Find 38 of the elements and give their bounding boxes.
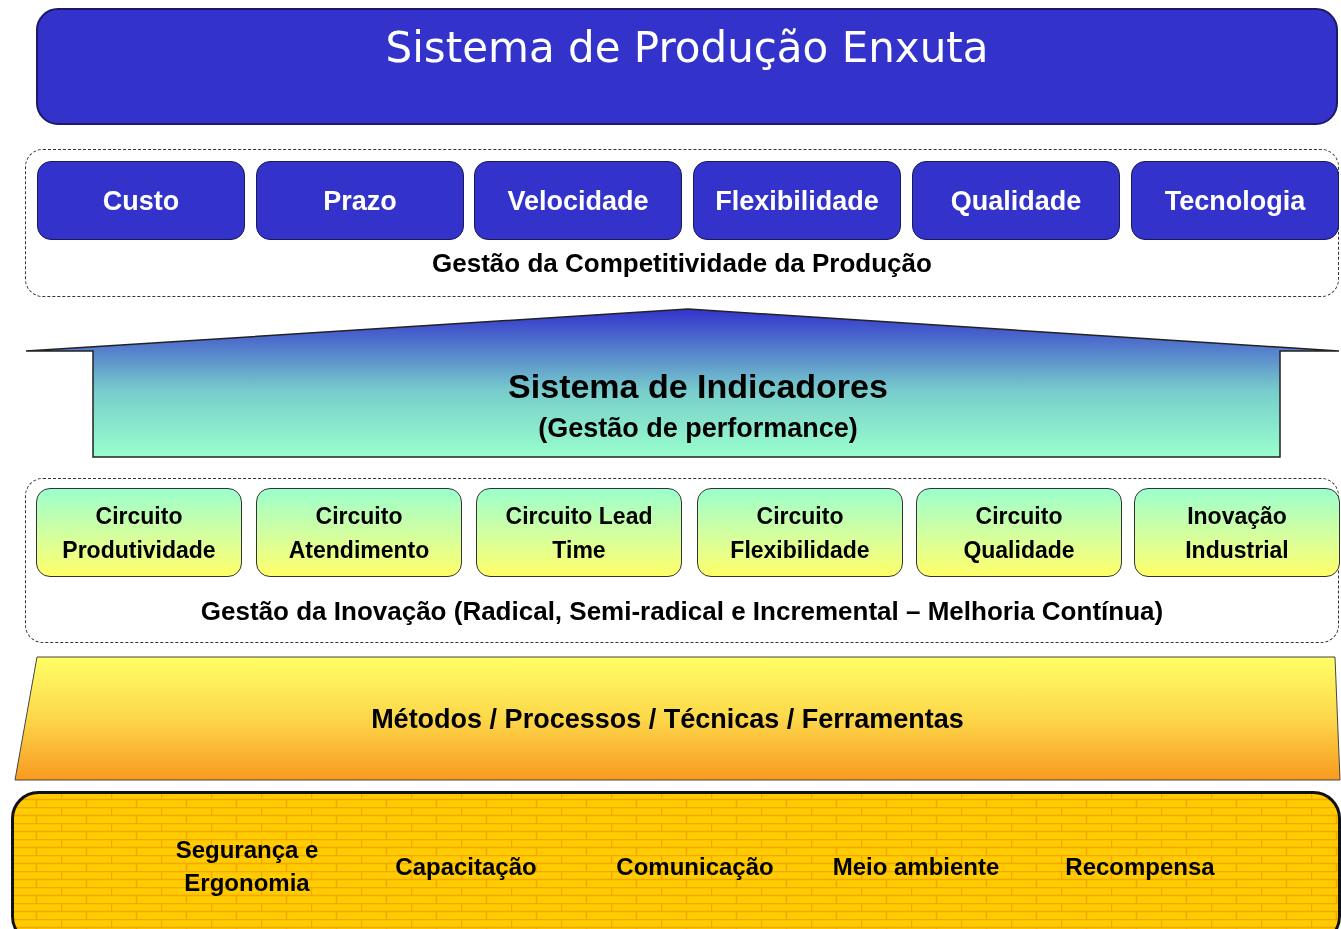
title-banner [36, 8, 1338, 125]
foundation-label: Meio ambiente [832, 851, 1000, 882]
banner-title: Sistema de Produção Enxuta [385, 22, 989, 74]
criterion-label: Prazo [323, 184, 397, 217]
criterion-label: Qualidade [950, 184, 1082, 217]
group-label: Gestão da Inovação (Radical, Semi-radical e Incremental – Melhoria Contínua) [200, 595, 1164, 628]
criterion-label: Velocidade [507, 184, 649, 217]
circuit-box [36, 488, 242, 577]
criterion-label: Flexibilidade [715, 184, 879, 217]
criterion-label: Tecnologia [1164, 184, 1306, 217]
criterion-box [474, 161, 682, 240]
circuit-label: Circuito Lead Time [504, 501, 654, 565]
circuit-box [697, 488, 903, 577]
foundation-label: Comunicação [616, 851, 774, 882]
criterion-box [37, 161, 245, 240]
arrow-subheading: (Gestão de performance) [538, 412, 858, 445]
criterion-box [693, 161, 901, 240]
criterion-label: Custo [102, 184, 180, 217]
circuit-box [916, 488, 1122, 577]
circuit-label: Inovação Industrial [1184, 501, 1290, 565]
foundation-label: Segurança e Ergonomia [174, 835, 320, 898]
circuit-label: Circuito Qualidade [962, 501, 1076, 565]
band-label: Métodos / Processos / Técnicas / Ferramentas [371, 702, 964, 736]
foundation-label: Capacitação [395, 851, 537, 882]
circuit-label: Circuito Atendimento [287, 501, 431, 565]
dashed-group-frame [25, 478, 1339, 643]
dashed-group-frame [25, 149, 1339, 297]
criterion-box [1131, 161, 1339, 240]
circuit-box [256, 488, 462, 577]
circuit-box [1134, 488, 1340, 577]
criterion-box [256, 161, 464, 240]
criterion-box [912, 161, 1120, 240]
circuit-label: Circuito Produtividade [61, 501, 217, 565]
arrow-heading: Sistema de Indicadores [508, 366, 888, 407]
circuit-box [476, 488, 682, 577]
group-label: Gestão da Competitividade da Produção [432, 247, 932, 280]
circuit-label: Circuito Flexibilidade [729, 501, 871, 565]
foundation-label: Recompensa [1065, 851, 1215, 882]
